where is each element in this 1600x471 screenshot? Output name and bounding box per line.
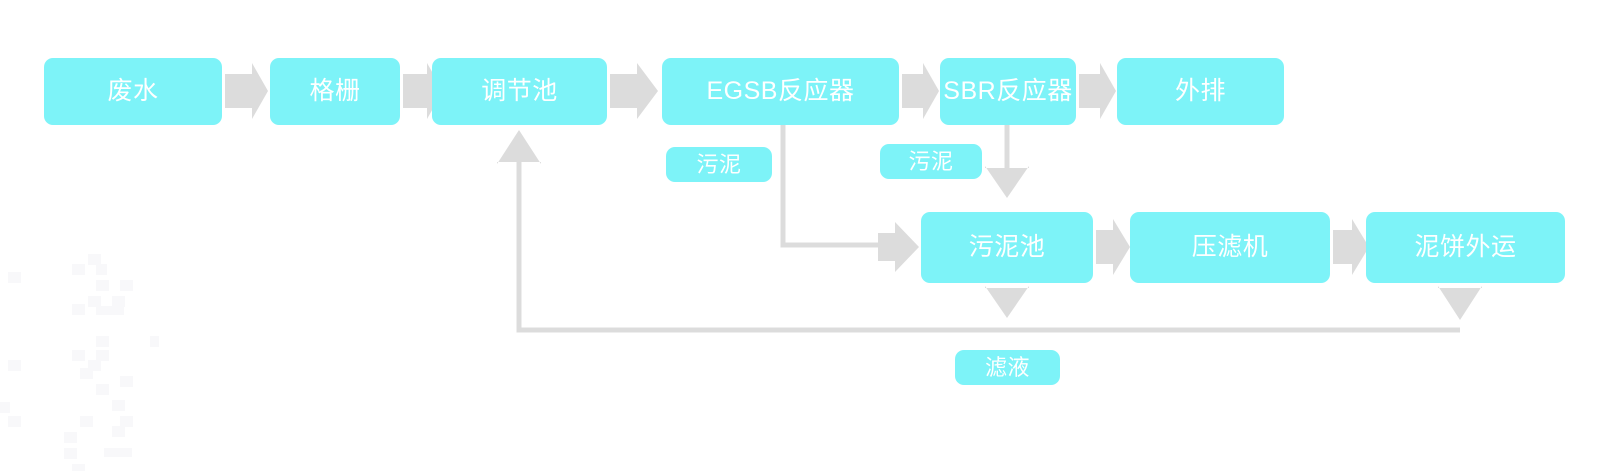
node-sbr-reactor[interactable]: SBR反应器: [940, 58, 1076, 125]
arrow-wastewater-to-grille: [225, 63, 268, 119]
node-equalization-tank[interactable]: 调节池: [432, 58, 607, 125]
tag-sludge-from-egsb[interactable]: 污泥: [666, 147, 772, 182]
node-label: EGSB反应器: [706, 77, 855, 105]
node-label: 调节池: [481, 77, 558, 105]
node-label: 污泥池: [968, 233, 1046, 261]
node-grille[interactable]: 格栅: [270, 58, 400, 125]
arrow-filter-press-to-cake-haul: [1333, 219, 1369, 275]
node-label: 格栅: [309, 77, 361, 105]
line-egsb-to-sludge-pool: [780, 125, 880, 248]
arrow-sludge-pool-to-filter-press: [1096, 219, 1130, 275]
tag-label: 污泥: [908, 148, 954, 174]
node-egsb-reactor[interactable]: EGSB反应器: [662, 58, 899, 125]
node-discharge[interactable]: 外排: [1117, 58, 1284, 125]
arrowhead-sbr-to-sludge-pool: [985, 166, 1029, 198]
node-cake-haul-away[interactable]: 泥饼外运: [1366, 212, 1565, 283]
node-label: 泥饼外运: [1414, 233, 1517, 261]
arrow-cake-haul-to-return-line: [1438, 286, 1482, 320]
node-wastewater[interactable]: 废水: [44, 58, 222, 125]
node-label: 废水: [107, 77, 159, 105]
arrow-egsb-to-sbr: [902, 63, 939, 119]
tag-sludge-from-sbr[interactable]: 污泥: [880, 144, 982, 179]
arrowhead-egsb-to-sludge-pool: [878, 222, 919, 272]
arrow-sbr-to-discharge: [1079, 63, 1116, 119]
node-label: 外排: [1174, 77, 1226, 105]
node-label: SBR反应器: [943, 77, 1073, 105]
arrowhead-return-line-to-equal-tank: [497, 130, 541, 164]
node-sludge-pool[interactable]: 污泥池: [921, 212, 1093, 283]
arrow-sludge-pool-to-return-line: [985, 286, 1029, 318]
node-filter-press[interactable]: 压滤机: [1130, 212, 1330, 283]
arrow-equal-tank-to-egsb: [610, 63, 658, 119]
tag-label: 污泥: [696, 151, 742, 177]
tag-filtrate[interactable]: 滤液: [955, 350, 1060, 385]
tag-label: 滤液: [984, 354, 1030, 380]
node-label: 压滤机: [1191, 233, 1269, 261]
background-watermark: [0, 254, 159, 471]
